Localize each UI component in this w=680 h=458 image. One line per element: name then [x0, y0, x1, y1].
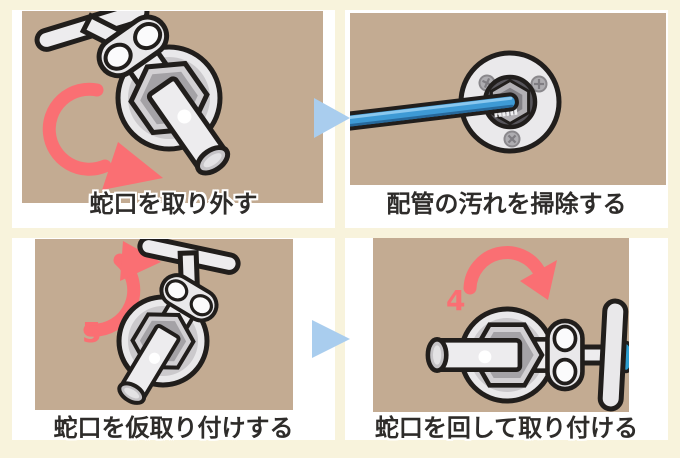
step-number-label: 5: [82, 316, 101, 349]
clockwise-arrow-icon: [83, 241, 161, 337]
clockwise-arrow-icon: [463, 246, 557, 300]
rotate-attach-illustration: 4: [373, 238, 629, 412]
panel-caption: 蛇口を仮取り付けする: [53, 414, 294, 442]
next-step-arrow-icon: [312, 320, 350, 358]
faucet-icon: [102, 239, 241, 410]
screw-icon: [530, 75, 548, 93]
step-number-label: 4: [446, 284, 465, 317]
next-step-arrow-icon: [314, 98, 350, 138]
faucet-icon: [34, 11, 249, 190]
wall-flange: [458, 50, 562, 154]
faucet-screw-in-icon: 5: [82, 239, 241, 410]
faucet-tighten-icon: 4: [373, 246, 629, 412]
panel-caption: 配管の汚れを掃除する: [386, 190, 627, 218]
faucet-handle-bar: [597, 298, 629, 412]
temporary-attach-illustration: 5: [35, 239, 293, 410]
panel-temporary-attach: 5 蛇口を仮取り付けする: [12, 238, 335, 442]
clean-pipe-illustration: [350, 13, 666, 185]
counterclockwise-arrow-icon: [42, 82, 163, 190]
panel-caption: 蛇口を取り外す: [89, 190, 258, 218]
faucet-icon: [428, 298, 629, 412]
panel-clean-pipe: 配管の汚れを掃除する: [345, 10, 668, 228]
panel-rotate-attach: 4 蛇口を回して取り付ける: [345, 238, 668, 442]
toothbrush-icon: [350, 92, 519, 132]
panel-remove-faucet: 蛇口を取り外す: [12, 10, 335, 228]
panel-caption: 蛇口を回して取り付ける: [374, 414, 639, 442]
faucet-unscrew-icon: [34, 11, 323, 203]
screw-icon: [503, 130, 521, 148]
pipe-cleaning-icon: [350, 50, 562, 154]
remove-faucet-illustration: [22, 11, 323, 203]
